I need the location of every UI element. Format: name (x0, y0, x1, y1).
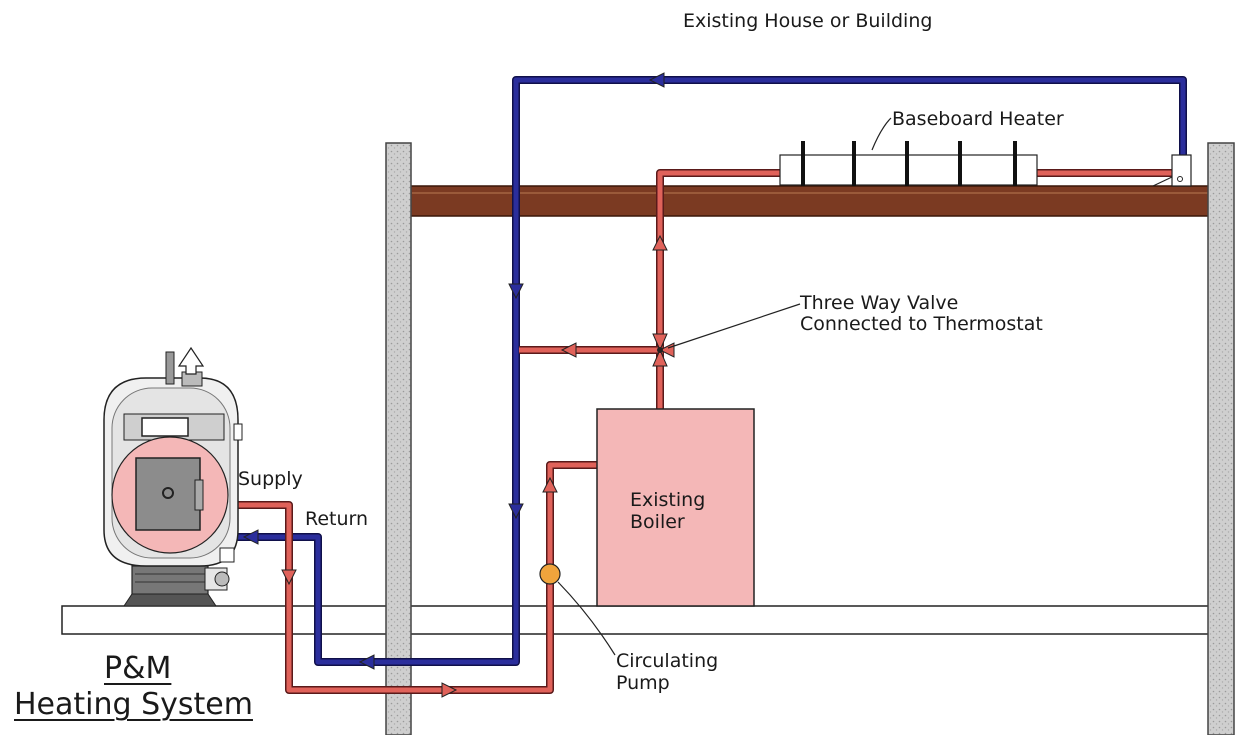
circulating-pump (539, 563, 561, 585)
valve-label-line2: Connected to Thermostat (800, 313, 1043, 335)
ground-slab (61, 605, 1213, 635)
triangle-arrow-icon (242, 529, 259, 545)
valve-label-line1: Three Way Valve (800, 292, 959, 314)
chimney-arrow-icon (177, 346, 205, 375)
floor-beam (409, 185, 1211, 217)
left-wall (385, 142, 412, 736)
title-line1: P&M (104, 651, 172, 686)
triangle-arrow-icon (652, 234, 668, 251)
triangle-arrow-icon (508, 503, 524, 520)
title-line2: Heating System (14, 687, 253, 722)
triangle-arrow-icon (358, 654, 375, 670)
baseboard-heater (779, 141, 1038, 186)
pm-furnace (103, 346, 243, 607)
baseboard-heater-label: Baseboard Heater (892, 108, 1064, 130)
flow-arrows (242, 72, 668, 698)
triangle-arrow-icon (441, 682, 458, 698)
right-wall (1207, 142, 1235, 736)
return-pipes (232, 76, 1187, 666)
existing-boiler (596, 408, 755, 607)
triangle-arrow-icon (648, 72, 665, 88)
return-label: Return (305, 508, 369, 530)
triangle-arrow-icon (560, 342, 577, 358)
triangle-arrow-icon (508, 283, 524, 300)
pump-label-line2: Pump (616, 672, 670, 694)
existing-boiler-label-line2: Boiler (630, 511, 685, 533)
supply-pipes (226, 169, 1172, 694)
triangle-arrow-icon (281, 569, 297, 586)
triangle-arrow-icon (542, 476, 558, 493)
leader-lines (557, 117, 892, 656)
pump-label-line1: Circulating (616, 650, 719, 672)
building-label: Existing House or Building (683, 10, 933, 32)
bleed-valve (1152, 154, 1192, 187)
supply-label: Supply (238, 468, 303, 490)
three-way-valve (652, 333, 675, 367)
existing-boiler-label-line1: Existing (630, 489, 706, 511)
